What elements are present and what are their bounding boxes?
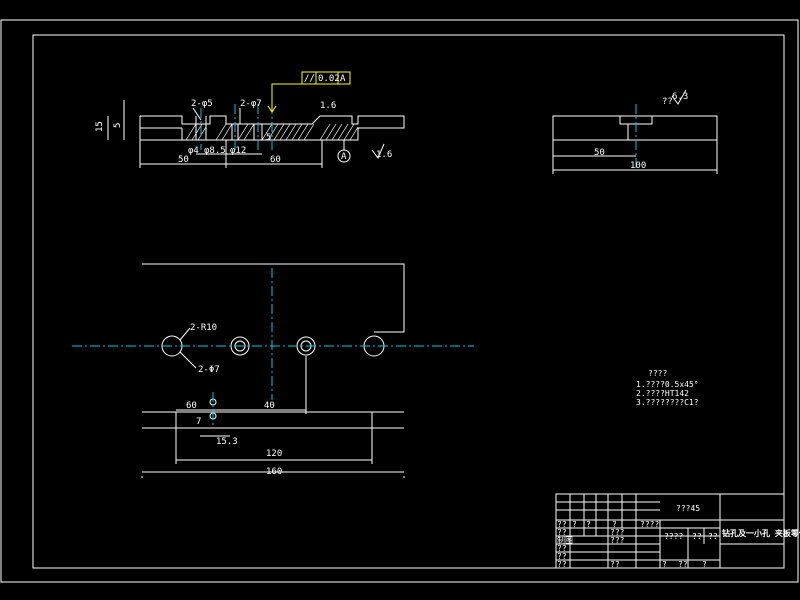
side-view: ?? 6.3 50 100 bbox=[552, 89, 718, 174]
datum-letter: A bbox=[341, 152, 347, 162]
tb-r6a: ?? bbox=[557, 560, 567, 569]
dim-7: 7 bbox=[196, 417, 201, 427]
tb-r2a: ?? bbox=[557, 528, 567, 537]
sheet-inner-border bbox=[32, 34, 785, 569]
dim-depth: 5 bbox=[266, 133, 271, 143]
notes-line-3: 3.????????C1? bbox=[636, 398, 699, 407]
geometric-tolerance-frame: // 0.02 A bbox=[301, 71, 351, 85]
roughness-symbol-side bbox=[671, 89, 687, 105]
dim-mid: 60 bbox=[270, 155, 281, 165]
label-holes-small: 2-φ5 bbox=[191, 99, 213, 109]
tb-r1d: ? bbox=[612, 520, 617, 529]
notes-line-1: 1.????0.5x45° bbox=[636, 380, 699, 389]
tb-r6b: ?? bbox=[610, 560, 620, 569]
tb-r3d: ?? bbox=[692, 532, 702, 541]
tolerance-symbol: // bbox=[304, 74, 315, 84]
tb-r3e: ?? bbox=[708, 532, 718, 541]
side-dim-full: 100 bbox=[630, 161, 646, 171]
dim-120: 120 bbox=[266, 449, 282, 459]
label-holes-plan: 2-Φ7 bbox=[198, 365, 220, 375]
tolerance-value: 0.02 bbox=[318, 74, 340, 84]
tb-r1a: ?? bbox=[557, 520, 567, 529]
tb-r3a: 制图 bbox=[557, 535, 573, 545]
tb-r4a: ?? bbox=[557, 544, 567, 553]
tb-r1e: ???? bbox=[640, 520, 659, 529]
side-dim-half: 50 bbox=[594, 148, 605, 158]
tb-r6e: ? bbox=[702, 560, 707, 569]
tb-r6d: ?? bbox=[678, 560, 688, 569]
roughness-top: 1.6 bbox=[320, 101, 336, 111]
datum-a-marker bbox=[337, 149, 351, 163]
dim-160: 160 bbox=[266, 467, 282, 477]
drawing-name: 钻孔及一小孔 夹板零件 bbox=[722, 528, 800, 538]
technical-notes: ???? 1.????0.5x45° 2.????HT142 3.???????… bbox=[636, 369, 699, 407]
label-holes-large: 2-φ7 bbox=[240, 99, 262, 109]
tolerance-datum: A bbox=[340, 74, 346, 84]
tb-r6c: ? bbox=[662, 560, 667, 569]
dim-small-right: φ12 bbox=[230, 146, 246, 156]
roughness-symbol-right bbox=[371, 143, 385, 159]
tb-r2b: ??? bbox=[610, 528, 625, 537]
dim-left: 50 bbox=[178, 155, 189, 165]
tb-r5a: ?? bbox=[557, 552, 567, 561]
tb-r3c: ???? bbox=[664, 532, 683, 541]
side-roughness: 6.3 bbox=[672, 92, 688, 102]
notes-title: ???? bbox=[648, 369, 667, 378]
section-hatching bbox=[185, 123, 359, 141]
title-block: ???45 钻孔及一小孔 夹板零件 ?? ? ? ? ???? ?? ??? 制… bbox=[555, 493, 800, 569]
tb-r1b: ? bbox=[572, 520, 577, 529]
dim-small-mid: φ8.5 bbox=[204, 146, 226, 156]
dim-15-3: 15.3 bbox=[216, 437, 238, 447]
front-section-view: // 0.02 A 2-φ5 2-φ7 1.6 1.6 A 15 5 50 60… bbox=[95, 71, 405, 168]
plan-view: 2-R10 2-Φ7 60 40 7 15.3 120 160 bbox=[72, 263, 474, 478]
dim-40: 40 bbox=[264, 401, 275, 411]
tb-r1c: ? bbox=[586, 520, 591, 529]
dim-height: 15 bbox=[95, 121, 105, 132]
dim-60: 60 bbox=[186, 401, 197, 411]
material-label: ???45 bbox=[676, 504, 700, 513]
sheet-outer-border bbox=[0, 19, 799, 583]
plan-outline bbox=[142, 263, 405, 333]
dim-step: 5 bbox=[113, 123, 123, 128]
tb-r3b: ??? bbox=[610, 536, 625, 545]
roughness-right: 1.6 bbox=[376, 150, 392, 160]
side-corner-label: ?? bbox=[662, 97, 673, 107]
label-radius: 2-R10 bbox=[190, 323, 217, 333]
notes-line-2: 2.????HT142 bbox=[636, 389, 689, 398]
dim-small-left: φ4 bbox=[188, 146, 199, 156]
